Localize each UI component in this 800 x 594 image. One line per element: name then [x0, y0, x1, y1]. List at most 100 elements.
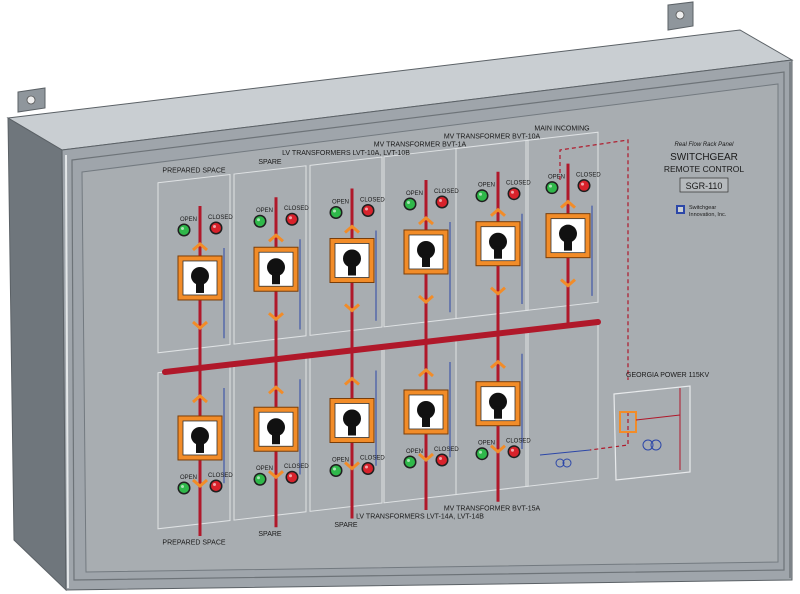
breaker-control-switch[interactable]	[253, 406, 299, 452]
closed-indicator-label: CLOSED	[434, 189, 459, 195]
switch-handle-knob	[191, 266, 209, 285]
closed-indicator-light	[363, 205, 373, 216]
upper-cubicle	[525, 131, 599, 312]
closed-indicator-light	[437, 196, 447, 207]
closed-indicator-light	[579, 180, 589, 191]
open-indicator-light-glint	[181, 484, 184, 488]
open-indicator-label: OPEN	[332, 457, 349, 463]
switch-handle-stem	[422, 414, 430, 427]
title-line-2: REMOTE CONTROL	[664, 164, 745, 174]
breaker-control-switch[interactable]	[545, 213, 591, 259]
enclosure-body	[6, 29, 794, 592]
breaker-control-switch[interactable]	[177, 415, 223, 461]
incoming-feeder	[559, 139, 629, 451]
closed-indicator-light-glint	[213, 482, 216, 486]
closed-indicator-light-glint	[365, 207, 368, 211]
switch-handle-stem	[348, 263, 356, 276]
lower-section-label: SPARE	[334, 522, 358, 529]
maker-logo-icon	[676, 205, 685, 214]
switch-handle-stem	[196, 280, 204, 293]
breaker-drawout-arrows	[268, 385, 284, 480]
breaker-drawout-arrows	[192, 393, 208, 488]
switch-handle-stem	[348, 423, 356, 436]
closed-indicator-label: CLOSED	[360, 455, 385, 461]
open-indicator-light	[255, 474, 265, 485]
open-indicator-label: OPEN	[180, 217, 197, 223]
breaker-control-switch[interactable]	[403, 229, 449, 275]
brand-text: Real Flow Rack Panel	[674, 142, 734, 148]
open-indicator-light-glint	[257, 218, 260, 222]
switch-handle-stem	[494, 246, 502, 259]
open-indicator-light-glint	[407, 200, 410, 204]
open-indicator-light	[405, 198, 415, 209]
breaker-drawout-arrows	[560, 199, 576, 288]
utility-label: GEORGIA POWER 115KV	[626, 372, 709, 379]
breaker-drawout-arrows	[418, 368, 434, 462]
closed-indicator-light	[363, 463, 373, 474]
open-indicator-light	[255, 216, 265, 227]
lower-section-label: PREPARED SPACE	[162, 540, 225, 547]
switch-handle-knob	[417, 240, 435, 259]
switch-handle-stem	[272, 432, 280, 445]
closed-indicator-light	[509, 188, 519, 199]
breaker-control-switch[interactable]	[177, 255, 223, 301]
open-indicator-label: OPEN	[332, 199, 349, 205]
switch-handle-stem	[272, 272, 280, 285]
transformer-icon	[642, 439, 662, 451]
closed-indicator-label: CLOSED	[208, 473, 233, 479]
open-indicator-label: OPEN	[406, 191, 423, 197]
closed-indicator-light	[211, 480, 221, 491]
closed-indicator-light-glint	[511, 448, 514, 452]
open-indicator-light	[331, 465, 341, 476]
open-indicator-label: OPEN	[180, 475, 197, 481]
open-indicator-light-glint	[407, 458, 410, 462]
switch-handle-knob	[267, 258, 285, 277]
open-indicator-light	[477, 190, 487, 201]
open-indicator-label: OPEN	[256, 208, 273, 214]
breaker-drawout-arrows	[344, 376, 360, 471]
upper-section-label: MV TRANSFORMER BVT-10A	[444, 133, 541, 140]
closed-indicator-label: CLOSED	[576, 173, 601, 179]
breaker-control-switch[interactable]	[253, 246, 299, 292]
mounting-tab-right	[667, 1, 694, 31]
closed-indicator-light	[211, 222, 221, 233]
pt-transformer-icon	[539, 449, 591, 468]
breaker-control-switch[interactable]	[329, 397, 375, 443]
breaker-control-switch[interactable]	[475, 381, 521, 427]
breaker-control-switch[interactable]	[403, 389, 449, 435]
closed-indicator-light-glint	[365, 465, 368, 469]
tag-text: SGR-110	[686, 181, 723, 191]
closed-indicator-light	[437, 454, 447, 465]
upper-section-label: SPARE	[258, 159, 282, 166]
closed-indicator-light-glint	[213, 224, 216, 228]
closed-indicator-label: CLOSED	[284, 206, 309, 212]
switch-handle-knob	[343, 249, 361, 268]
switch-handle-stem	[564, 238, 572, 251]
breaker-control-switch[interactable]	[329, 237, 375, 283]
open-indicator-light-glint	[479, 192, 482, 196]
maker-line-1: Switchgear	[689, 205, 716, 211]
open-indicator-light-glint	[333, 467, 336, 471]
breaker-drawout-arrows	[418, 216, 434, 304]
closed-indicator-label: CLOSED	[434, 447, 459, 453]
open-indicator-light-glint	[181, 226, 184, 230]
open-indicator-light	[179, 224, 189, 235]
breaker-control-switch[interactable]	[475, 221, 521, 267]
open-indicator-light	[405, 456, 415, 467]
main-bus	[162, 319, 601, 375]
switch-handle-knob	[267, 418, 285, 437]
closed-indicator-light-glint	[439, 456, 442, 460]
open-indicator-light	[477, 448, 487, 459]
mounting-tab-left	[17, 87, 46, 113]
utility-source: GEORGIA POWER 115KV	[613, 372, 709, 481]
title-line-1: SWITCHGEAR	[670, 152, 738, 163]
breaker-drawout-arrows	[344, 224, 360, 313]
closed-indicator-light-glint	[581, 182, 584, 186]
open-indicator-label: OPEN	[406, 449, 423, 455]
lower-section-label: SPARE	[258, 531, 282, 538]
lower-section-label: MV TRANSFORMER BVT-15A	[444, 505, 541, 512]
